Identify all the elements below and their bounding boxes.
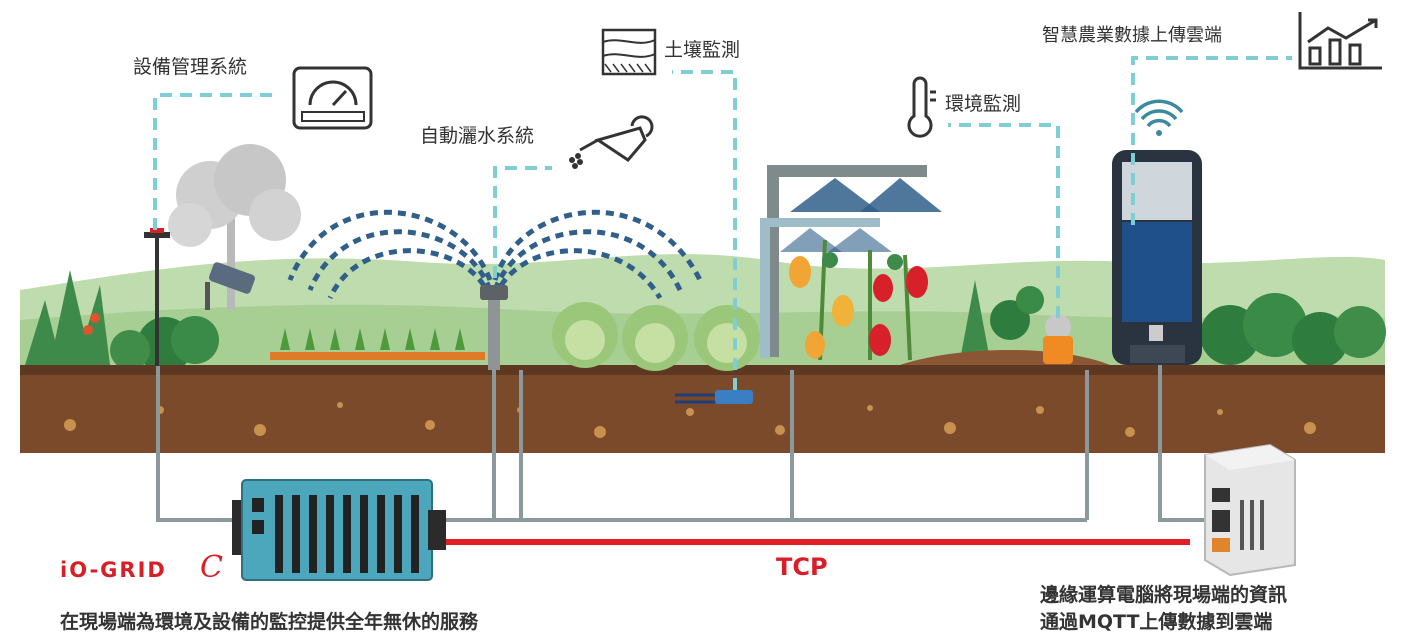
sprinkler-head [480, 285, 508, 370]
soil-pebbles [64, 402, 1316, 438]
wiring [156, 365, 1225, 522]
brand-logo-mark: C [200, 550, 223, 585]
label-soil-monitoring: 土壤監測 [664, 39, 741, 61]
soil-band [20, 365, 1385, 453]
camera-pole [144, 228, 255, 366]
environment-sensor [1043, 314, 1073, 364]
label-irrigation: 自動灑水系統 [420, 125, 535, 147]
wifi-icon [1134, 99, 1184, 136]
sprinkler-left [287, 209, 703, 300]
carrot-row [270, 328, 485, 360]
soil-layers-icon [601, 28, 657, 76]
caption-right-line2: 通過MQTT上傳數據到雲端 [1040, 611, 1273, 633]
caption-left: 在現場端為環境及設備的監控提供全年無休的服務 [60, 611, 479, 633]
gateway-tower [1112, 150, 1202, 365]
bushes-left [25, 270, 219, 373]
tree [168, 144, 301, 310]
greenhouse-sprays [780, 178, 942, 252]
bushes-right [960, 280, 1386, 368]
thermometer-icon [907, 76, 936, 138]
label-tcp: TCP [776, 553, 828, 581]
caption-right-line1: 邊緣運算電腦將現場端的資訊 [1040, 584, 1288, 606]
label-device-management: 設備管理系統 [133, 56, 248, 78]
dashed-connectors [153, 56, 1292, 390]
label-cloud-upload: 智慧農業數據上傳雲端 [1042, 25, 1222, 46]
gauge-icon [292, 66, 373, 130]
pepper-plants [789, 239, 928, 361]
io-grid-controller [232, 479, 446, 581]
cabbages [552, 302, 760, 371]
soil-sensor [675, 390, 753, 404]
label-environment-monitoring: 環境監測 [945, 93, 1022, 115]
chart-icon [1298, 12, 1382, 70]
edge-computer [1204, 443, 1296, 577]
brand-logo-text: iO-GRID [60, 558, 167, 582]
watering-can-icon [569, 115, 654, 169]
greenhouse-frame [760, 165, 927, 358]
